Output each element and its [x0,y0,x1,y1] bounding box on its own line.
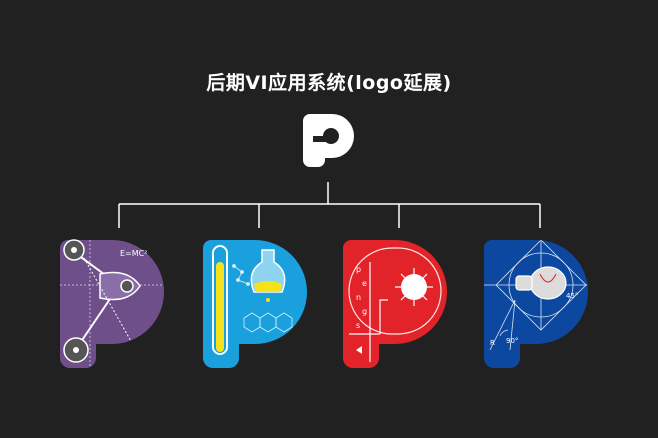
letter-label: n [356,293,361,302]
letter-label: e [362,279,367,288]
gear-icon [63,239,134,363]
play-icon [356,346,362,354]
radius-label: R [490,339,495,347]
letter-label: s [356,321,360,330]
test-tube-icon [212,245,228,355]
flask-icon [250,249,286,302]
sun-icon [395,268,433,306]
bulb-icon [515,266,567,300]
logo-variant-geometry: 45° R 90° [484,240,588,368]
p-logo-icon [303,114,354,167]
angle-label: 90° [506,337,518,345]
formula-label: E=MC² [120,249,147,258]
page-title: 后期VI应用系统(logo延展) [206,72,452,94]
logo-variant-typography: p e n g s [343,240,447,368]
angle-label: 45° [566,292,578,300]
letter-label: g [362,307,367,316]
tree-connector [118,182,541,228]
logo-variant-chemistry [203,240,307,368]
letter-label: p [356,265,361,274]
logo-variant-mechanics: E=MC² [60,239,164,368]
